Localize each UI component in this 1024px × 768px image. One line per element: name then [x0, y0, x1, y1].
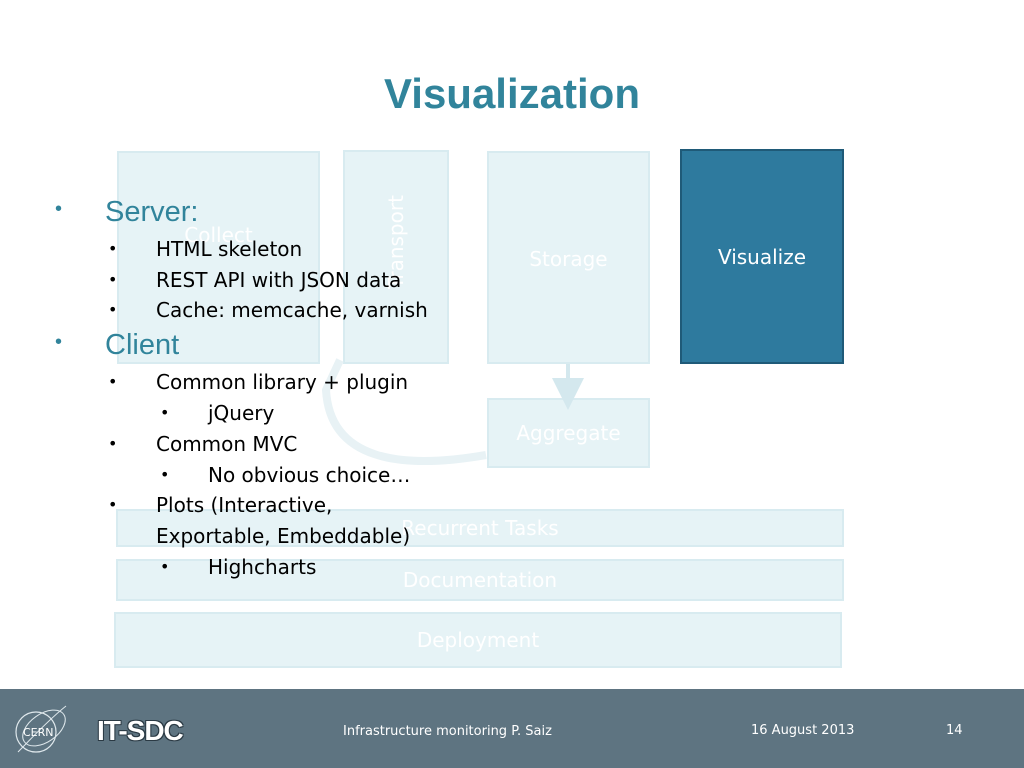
diagram-label-collect: Collect: [184, 223, 253, 247]
svg-text:CERN: CERN: [23, 726, 54, 739]
it-sdc-brand: IT-SDC: [97, 715, 184, 746]
diagram-box-collect: Collect: [117, 151, 320, 364]
bullet-client-label: Client: [105, 329, 180, 361]
footer-presentation-title: Infrastructure monitoring P. Saiz: [343, 724, 552, 739]
diagram-label-documentation: Documentation: [402, 568, 558, 592]
diagram-box-recurrent-tasks: Recurrent Tasks: [116, 509, 844, 547]
diagram-box-deployment: Deployment: [114, 612, 842, 668]
diagram-box-documentation: Documentation: [116, 559, 844, 601]
diagram-box-transport: Transport: [343, 150, 449, 364]
diagram-label-storage: Storage: [529, 247, 608, 271]
diagram-label-visualize: Visualize: [717, 245, 807, 269]
bullet-server-label: Server:: [105, 196, 199, 228]
diagram-label-recurrent-tasks: Recurrent Tasks: [401, 516, 559, 540]
slide-title: Visualization: [384, 70, 640, 117]
footer-date: 16 August 2013: [751, 723, 855, 738]
bullet-list: • Server: • HTML skeleton • REST API wit…: [55, 196, 428, 579]
bullet-dot: •: [55, 331, 63, 353]
bullet-dot: •: [55, 198, 63, 220]
diagram-box-storage: Storage: [487, 151, 650, 364]
diagram-label-aggregate: Aggregate: [516, 421, 621, 445]
footer-page-number: 14: [946, 723, 963, 738]
diagram-box-visualize: Visualize: [680, 149, 844, 364]
arrow-aggregate-to-transport: [321, 358, 487, 466]
footer-bar: CERN IT-SDC Infrastructure monitoring P.…: [0, 689, 1024, 768]
cern-logo-icon: CERN: [15, 705, 67, 753]
diagram-arrows: [321, 358, 584, 466]
diagram-label-deployment: Deployment: [416, 628, 540, 652]
